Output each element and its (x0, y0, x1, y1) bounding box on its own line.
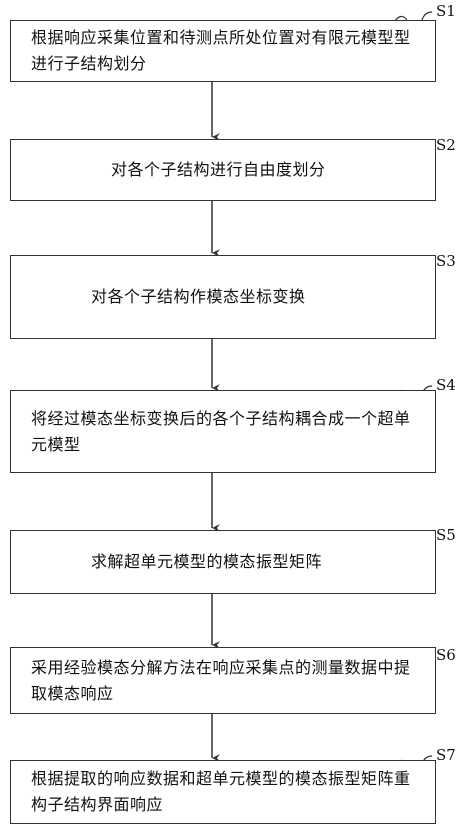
step-box-s5: 求解超单元模型的模态振型矩阵 (10, 530, 436, 594)
step-text-s2: 对各个子结构进行自由度划分 (111, 160, 326, 179)
step-box-s7: 根据提取的响应数据和超单元模型的模态振型矩阵重构子结构界面响应 (10, 760, 436, 824)
step-text-s5: 求解超单元模型的模态振型矩阵 (91, 552, 323, 571)
step-label-s3: S3 (436, 252, 456, 270)
step-label-s2: S2 (436, 136, 456, 154)
step-text-s3: 对各个子结构作模态坐标变换 (91, 287, 306, 306)
step-box-s2: 对各个子结构进行自由度划分 (10, 139, 436, 201)
step-label-s6: S6 (436, 646, 456, 664)
step-box-s3: 对各个子结构作模态坐标变换 (10, 255, 436, 339)
step-label-s1: S1 (436, 2, 456, 20)
step-text-s7: 根据提取的响应数据和超单元模型的模态振型矩阵重构子结构界面响应 (31, 769, 411, 814)
step-text-s1: 根据响应采集位置和待测点所处位置对有限元模型型进行子结构划分 (31, 28, 411, 73)
step-label-s5: S5 (436, 526, 456, 544)
step-box-s6: 采用经验模态分解方法在响应采集点的测量数据中提取模态响应 (10, 647, 436, 714)
step-label-s4: S4 (436, 376, 456, 394)
step-text-s4: 将经过模态坐标变换后的各个子结构耦合成一个超单元模型 (31, 408, 411, 454)
step-text-s6: 采用经验模态分解方法在响应采集点的测量数据中提取模态响应 (31, 657, 411, 703)
step-label-s7: S7 (436, 746, 456, 764)
step-box-s1: 根据响应采集位置和待测点所处位置对有限元模型型进行子结构划分 (10, 20, 436, 82)
step-box-s4: 将经过模态坐标变换后的各个子结构耦合成一个超单元模型 (10, 390, 436, 473)
